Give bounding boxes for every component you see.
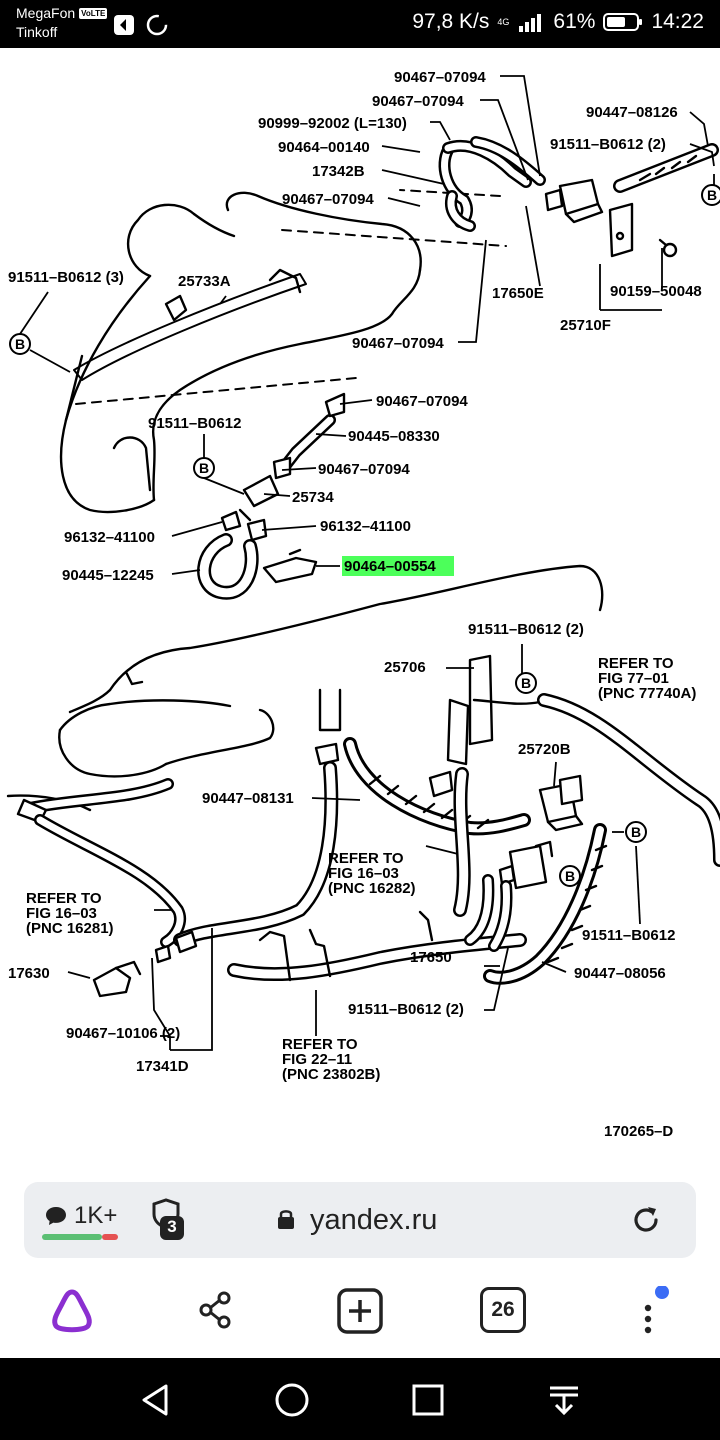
refresh-icon[interactable] <box>630 1204 662 1236</box>
part-label: 91511–B0612 <box>582 927 675 944</box>
b-marker: B <box>521 675 531 691</box>
part-label: 90159–50048 <box>610 283 702 300</box>
more-vertical-icon <box>644 1285 669 1334</box>
part-label: 96132–41100 <box>64 529 155 546</box>
refer-label: (PNC 23802B) <box>282 1066 380 1083</box>
share-icon[interactable] <box>196 1290 236 1330</box>
refer-label: REFER TO <box>598 655 674 672</box>
part-label: 90445–12245 <box>62 567 154 584</box>
vacuum-hose-diagram: B B B B B B 90467–07094 90467–07094 9099… <box>6 69 720 1140</box>
b-marker: B <box>565 868 575 884</box>
comments-button[interactable]: 1K+ <box>42 1200 124 1244</box>
refer-label: (PNC 16282) <box>328 880 416 897</box>
part-label: 17650 <box>410 949 452 966</box>
part-label: 17342B <box>312 163 365 180</box>
part-label: 91511–B0612 (2) <box>550 136 666 153</box>
b-marker: B <box>199 460 209 476</box>
part-label: 91511–B0612 (3) <box>8 269 124 286</box>
protect-button[interactable]: 3 <box>146 1196 192 1242</box>
volte-badge: VoLTE <box>79 8 108 19</box>
status-left-icons <box>114 12 174 43</box>
part-label: 17341D <box>136 1058 189 1075</box>
tabs-count-button[interactable]: 26 <box>480 1287 526 1333</box>
clock: 14:22 <box>651 10 704 33</box>
part-label: 25710F <box>560 317 611 334</box>
shield-icon <box>152 1198 184 1240</box>
part-label: 90999–92002 (L=130) <box>258 115 407 132</box>
refer-label: (PNC 77740A) <box>598 685 696 702</box>
signal-icon <box>519 14 542 32</box>
part-label: 91511–B0612 <box>148 415 241 432</box>
status-right: 97,8 K/s 4G 61% 14:22 <box>412 10 704 34</box>
battery-icon <box>603 13 643 31</box>
part-label: 90447–08056 <box>574 965 666 982</box>
refer-label: FIG 16–03 <box>328 865 399 882</box>
comment-icon <box>46 1207 66 1225</box>
system-nav-bar <box>0 1358 720 1440</box>
b-marker: B <box>707 187 717 203</box>
part-label: 90467–07094 <box>394 69 486 86</box>
refer-label: REFER TO <box>282 1036 358 1053</box>
menu-button[interactable] <box>630 1285 670 1338</box>
network-type-icon: 4G <box>497 16 510 27</box>
part-label: 91511–B0612 (2) <box>468 621 584 638</box>
part-label: 90467–07094 <box>352 335 444 352</box>
part-label: 90447–08131 <box>202 790 294 807</box>
part-label: 25706 <box>384 659 426 676</box>
part-label: 91511–B0612 (2) <box>348 1001 464 1018</box>
rating-bar-positive <box>42 1234 102 1240</box>
part-label: 90445–08330 <box>348 428 440 445</box>
recents-icon[interactable] <box>410 1382 446 1418</box>
part-label: 90447–08126 <box>586 104 678 121</box>
part-label: 96132–41100 <box>320 518 411 535</box>
rating-bar-negative <box>102 1234 118 1240</box>
refer-label: FIG 16–03 <box>26 905 97 922</box>
part-label: 17630 <box>8 965 50 982</box>
home-icon[interactable] <box>274 1382 310 1418</box>
part-label: 17650E <box>492 285 544 302</box>
highlighted-part-label: 90464–00554 <box>344 558 436 575</box>
browser-bottom-nav: 26 <box>0 1268 720 1358</box>
refer-label: (PNC 16281) <box>26 920 114 937</box>
parts-diagram[interactable]: B B B B B B 90467–07094 90467–07094 9099… <box>0 48 720 1166</box>
callout-b-markers <box>9 184 720 887</box>
part-highlight <box>342 556 454 576</box>
diagram-id: 170265–D <box>604 1123 673 1140</box>
browser-address-bar[interactable]: 1K+ 3 yandex.ru <box>24 1182 696 1258</box>
back-icon[interactable] <box>138 1382 174 1418</box>
part-label: 25733A <box>178 273 231 290</box>
refer-label: REFER TO <box>328 850 404 867</box>
carrier-2: Tinkoff <box>16 24 58 40</box>
url-field[interactable]: yandex.ru <box>272 1198 492 1242</box>
refer-label: FIG 77–01 <box>598 670 669 687</box>
battery-percent: 61% <box>553 10 596 33</box>
part-label: 25720B <box>518 741 571 758</box>
comments-count: 1K+ <box>74 1202 118 1229</box>
part-label: 25734 <box>292 489 334 506</box>
refer-label: REFER TO <box>26 890 102 907</box>
part-label: 90464–00140 <box>278 139 370 156</box>
carrier-1: MegaFon <box>16 5 76 21</box>
part-label: 90467–07094 <box>372 93 464 110</box>
alert-icon <box>114 15 134 35</box>
part-label: 90467–07094 <box>282 191 374 208</box>
alice-icon[interactable] <box>48 1286 96 1334</box>
sync-icon <box>146 14 168 36</box>
part-label: 90467–07094 <box>318 461 410 478</box>
network-speed: 97,8 K/s <box>412 10 490 33</box>
b-marker: B <box>631 824 641 840</box>
part-label: 90467–10106 (2) <box>66 1025 180 1042</box>
notifications-down-icon[interactable] <box>546 1382 582 1418</box>
refer-label: FIG 22–11 <box>282 1051 352 1068</box>
b-marker: B <box>15 336 25 352</box>
url-text: yandex.ru <box>310 1204 438 1236</box>
part-label: 90467–07094 <box>376 393 468 410</box>
tabs-badge: 3 <box>167 1217 177 1236</box>
lock-icon <box>278 1210 294 1229</box>
new-tab-icon[interactable] <box>336 1287 384 1335</box>
intake-outline <box>127 203 196 278</box>
